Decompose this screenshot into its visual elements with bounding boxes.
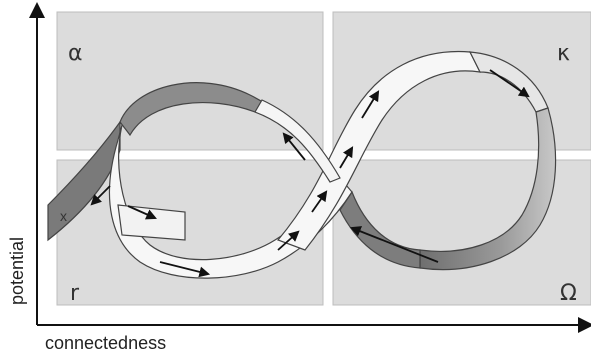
quadrant-label-omega: Ω: [560, 281, 577, 306]
quadrant-label-kappa: κ: [557, 41, 570, 66]
quadrant-label-alpha: α: [68, 41, 83, 66]
quadrant-panel-alpha: [57, 12, 323, 150]
exit-label-x: x: [60, 208, 67, 224]
y-axis-label: potential: [7, 237, 27, 305]
x-axis-label: connectedness: [45, 333, 166, 353]
quadrant-label-r: r: [70, 281, 80, 306]
